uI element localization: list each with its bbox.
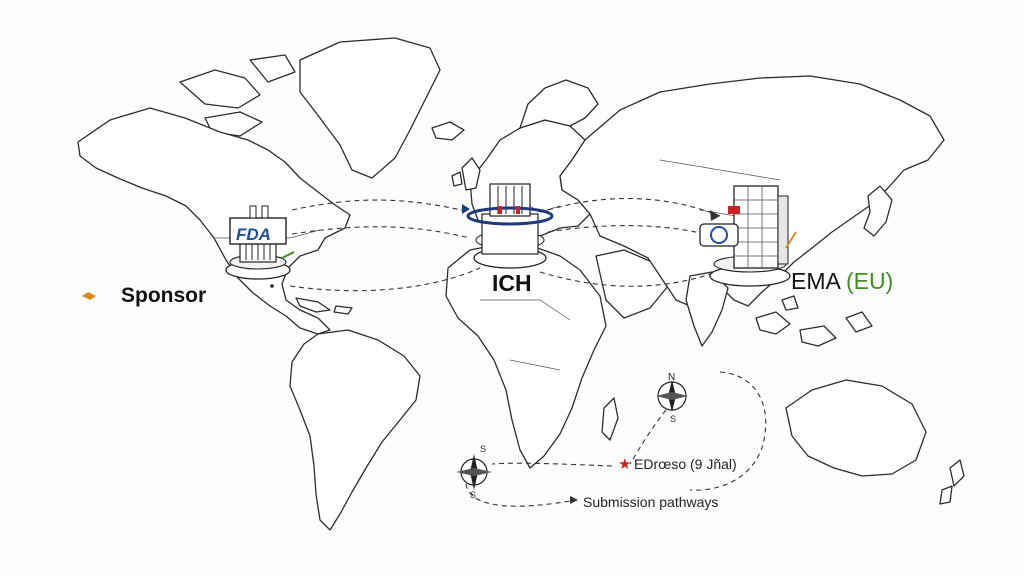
- ich-label: ICH: [492, 270, 532, 296]
- japan: [863, 185, 893, 237]
- fda-building-icon: FDA: [225, 205, 295, 288]
- edr-label: EDrœso (9 Jñal): [634, 456, 737, 472]
- ich-building-icon: [466, 183, 554, 269]
- arrowhead-pathways: [570, 496, 578, 504]
- madagascar: [601, 397, 619, 441]
- ema-name: EMA: [791, 268, 846, 294]
- arrowhead-ich: [462, 204, 470, 214]
- ema-building-icon: [699, 185, 797, 287]
- compass-rose-icon: S S: [456, 444, 492, 500]
- new-zealand: [939, 459, 965, 505]
- british-isles: [451, 157, 481, 191]
- iceland: [431, 121, 465, 141]
- compass-s-bottom-label: S: [470, 490, 476, 500]
- caribbean: [295, 297, 353, 315]
- star-icon: ★: [618, 456, 632, 473]
- scandinavia: [519, 79, 599, 129]
- route-east-loop: [689, 371, 767, 491]
- submission-pathways-label: Submission pathways: [583, 494, 719, 510]
- sponsor-marker-icon: [82, 292, 96, 300]
- compass-n-label: N: [668, 372, 675, 383]
- ema-region: (EU): [845, 268, 894, 294]
- compass-s-label: S: [670, 414, 676, 424]
- route-ich-ema-lower: [539, 271, 717, 287]
- south-america: [289, 329, 421, 531]
- route-fda-ich-middle: [291, 226, 471, 239]
- sponsor-label: Sponsor: [121, 284, 207, 307]
- route-star-compass: [491, 462, 613, 467]
- southeast-asia-islands: [755, 295, 873, 347]
- greenland: [299, 37, 441, 179]
- ema-label: EMA (EU): [791, 268, 893, 295]
- australia: [785, 379, 927, 477]
- africa-borders: [480, 299, 571, 371]
- route-pathways: [465, 483, 577, 507]
- arctic-islands: [179, 54, 296, 137]
- route-ich-ema-upper: [547, 197, 721, 217]
- fda-sign-text: FDA: [236, 225, 271, 244]
- compass-north-icon: N S: [656, 372, 688, 424]
- compass-s-top-label: S: [480, 444, 486, 454]
- arabian-peninsula: [595, 249, 669, 319]
- route-fda-ich-lower: [289, 267, 481, 292]
- arrowhead-ema: [710, 210, 720, 221]
- north-america: [77, 107, 351, 335]
- route-fda-ich-upper: [291, 199, 471, 213]
- route-ich-ema-middle: [547, 225, 713, 237]
